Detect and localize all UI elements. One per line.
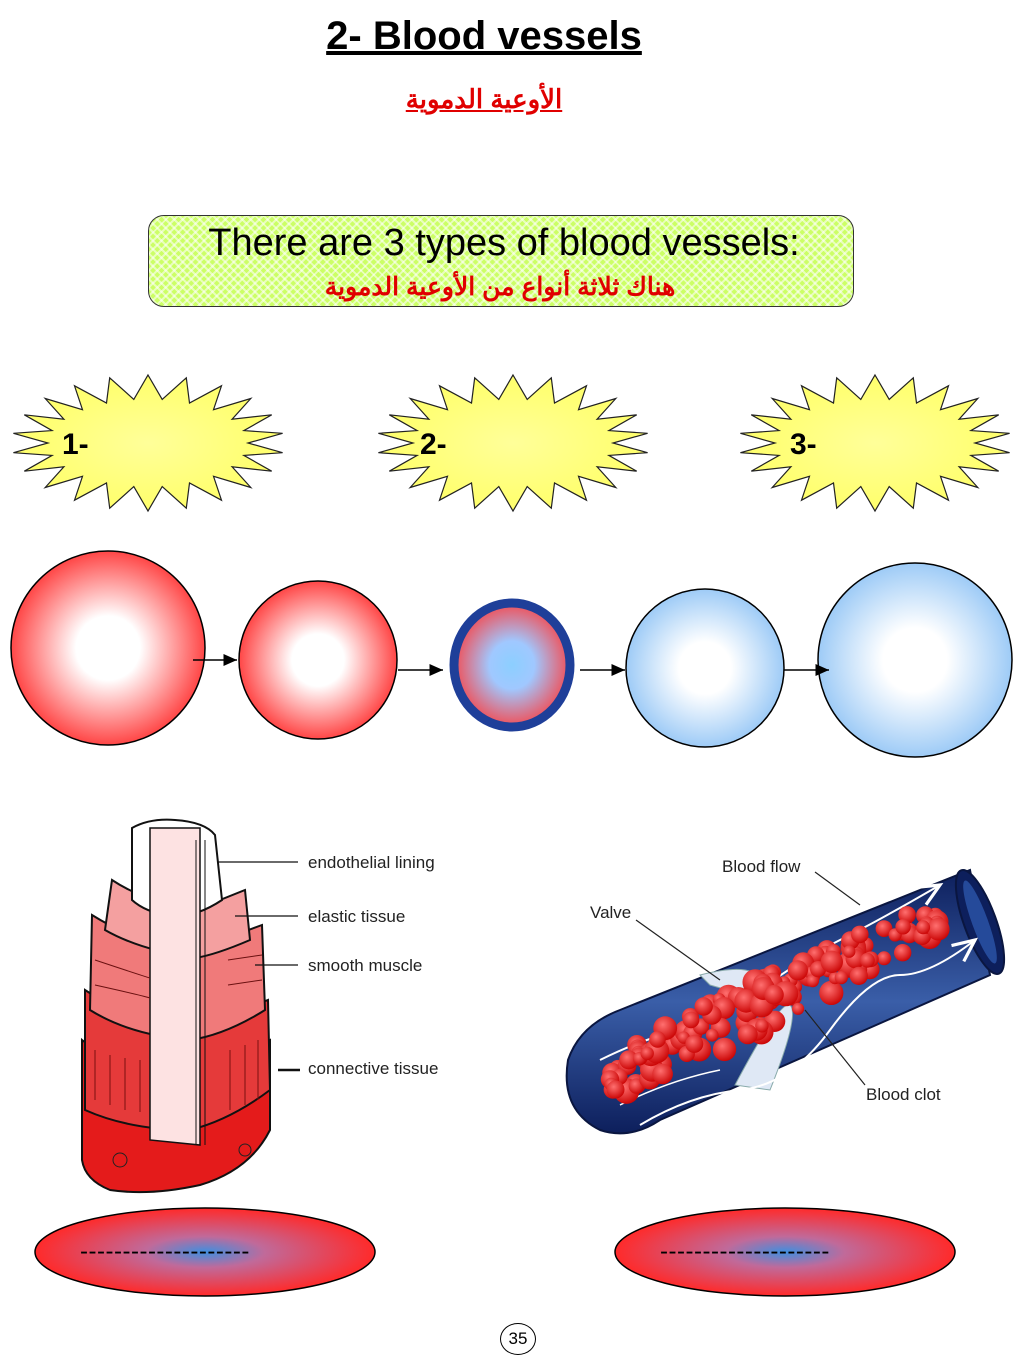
clot-cell [894, 944, 912, 962]
clot-cell [755, 1019, 769, 1033]
arteriole-circle [238, 580, 398, 740]
page-subtitle-arabic: الأوعية الدموية [405, 84, 563, 114]
artery-label-lines [218, 861, 300, 1072]
label-valve: Valve [590, 903, 631, 922]
label-elastic-tissue: elastic tissue [308, 907, 405, 926]
vein-clot-illustration [565, 868, 1006, 1135]
clot-cell [792, 1002, 805, 1015]
answer-blank-left: -------------------- [80, 1238, 250, 1265]
venule-circle [625, 588, 785, 748]
clot-cell [820, 950, 843, 973]
clot-cell [806, 974, 820, 988]
answer-oval-left [34, 1207, 376, 1297]
burst-label-3: 3- [790, 428, 817, 461]
label-blood-clot: Blood clot [866, 1085, 941, 1104]
label-blood-flow: Blood flow [722, 857, 801, 876]
label-smooth-muscle: smooth muscle [308, 956, 422, 975]
clot-cell [652, 1063, 673, 1085]
artery-circle [10, 550, 206, 746]
types-heading-english: There are 3 types of blood vessels: [208, 222, 800, 264]
types-heading-arabic: هناك ثلاثة أنواع من الأوعية الدموية [324, 273, 676, 301]
clot-cell [694, 997, 713, 1016]
starburst-1 [13, 373, 283, 513]
types-box [148, 215, 854, 307]
clot-cell [860, 952, 875, 968]
clot-cell [875, 920, 893, 937]
label-connective-tissue: connective tissue [308, 1059, 438, 1078]
vein-circle [817, 562, 1013, 758]
clot-cell [737, 1024, 758, 1045]
burst-label-1: 1- [62, 428, 89, 461]
answer-blank-right: -------------------- [660, 1238, 830, 1265]
clot-cell [851, 925, 869, 944]
answer-oval-right [614, 1207, 956, 1297]
starburst-2 [378, 373, 648, 513]
clot-cell [843, 945, 856, 958]
clot-cell [712, 1037, 737, 1062]
vein-label-lines [635, 871, 866, 1086]
clot-cell [705, 1028, 719, 1042]
clot-cell [849, 966, 868, 986]
clot-cell [895, 919, 911, 935]
clot-cell [682, 1011, 700, 1029]
clot-cell [819, 980, 844, 1006]
clot-cell [606, 1080, 625, 1099]
clot-cell [649, 1031, 666, 1048]
starburst-3 [740, 373, 1010, 513]
clot-cell [640, 1046, 654, 1061]
burst-label-2: 2- [420, 428, 447, 461]
capillary-circle [449, 598, 575, 732]
clot-cell [787, 960, 809, 981]
clot-cell [877, 951, 892, 966]
page-title: 2- Blood vessels [326, 14, 642, 58]
clot-cell [927, 917, 950, 941]
clot-cell [764, 984, 784, 1005]
clot-cell [685, 1034, 704, 1053]
artery-wall-illustration [81, 818, 272, 1194]
clot-cell [834, 971, 848, 985]
clot-cell [916, 920, 931, 935]
clot-cell [619, 1050, 639, 1070]
label-endothelial-lining: endothelial lining [308, 853, 435, 872]
page-number: 35 [500, 1323, 536, 1355]
